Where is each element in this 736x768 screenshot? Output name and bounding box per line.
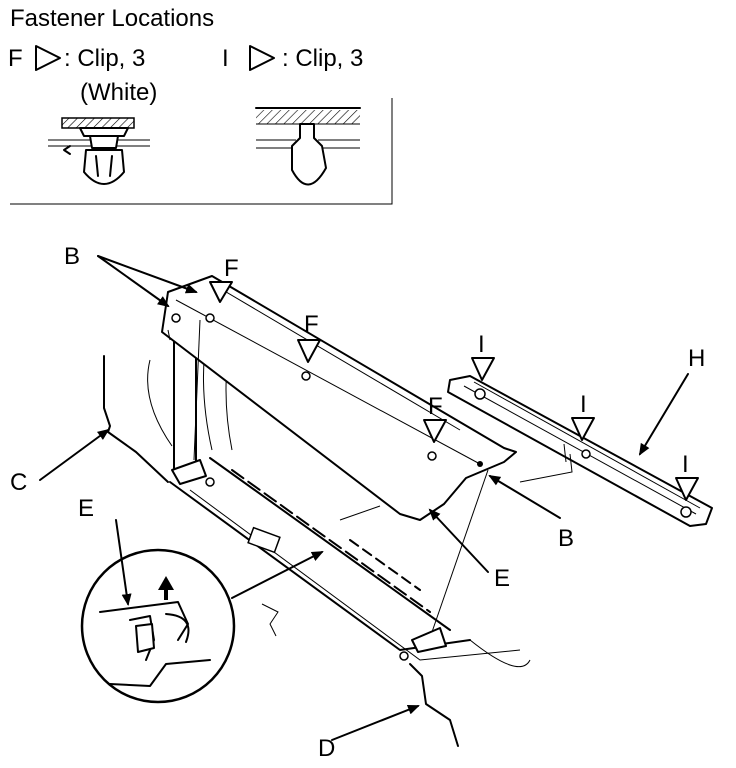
clip-i-marker-1	[471, 357, 495, 381]
legend-title: Fastener Locations	[10, 5, 214, 32]
legend-f-triangle-icon	[35, 45, 61, 71]
clip-i-marker-3	[675, 477, 699, 501]
legend-i-letter: I	[222, 45, 229, 72]
sill-trim-strip	[447, 375, 713, 527]
callout-f-top: F	[224, 255, 239, 282]
fastener-legend: Fastener Locations F : Clip, 3 (White) I…	[8, 5, 393, 205]
clip-i-marker-2	[571, 417, 595, 441]
callout-i-left: I	[478, 331, 485, 358]
clip-f-illustration	[48, 117, 150, 185]
callout-d: D	[318, 735, 335, 762]
callout-c: C	[10, 469, 27, 496]
kick-panel-trim	[161, 275, 517, 661]
callout-e-inset: E	[78, 495, 94, 522]
callout-i-right: I	[682, 451, 689, 478]
callout-f-middle: F	[304, 311, 319, 338]
legend-i-triangle-icon	[249, 45, 275, 71]
legend-frame	[10, 98, 393, 205]
legend-f-letter: F	[8, 45, 23, 72]
clip-f-marker-3	[423, 419, 447, 443]
callout-f-right: F	[428, 393, 443, 420]
callout-e-panel: E	[494, 565, 510, 592]
legend-i-desc: : Clip, 3	[282, 45, 363, 72]
callout-h: H	[688, 345, 705, 372]
callout-i-middle: I	[580, 391, 587, 418]
clip-detail-inset	[80, 548, 236, 704]
clip-f-marker-2	[297, 339, 321, 363]
callout-b-top: B	[64, 243, 80, 270]
callout-b-right: B	[558, 525, 574, 552]
clip-f-marker-1	[209, 281, 233, 303]
legend-f-note: (White)	[80, 79, 157, 106]
clip-i-illustration	[255, 107, 361, 186]
callout-leaders	[39, 255, 689, 741]
legend-f-desc: : Clip, 3	[64, 45, 145, 72]
